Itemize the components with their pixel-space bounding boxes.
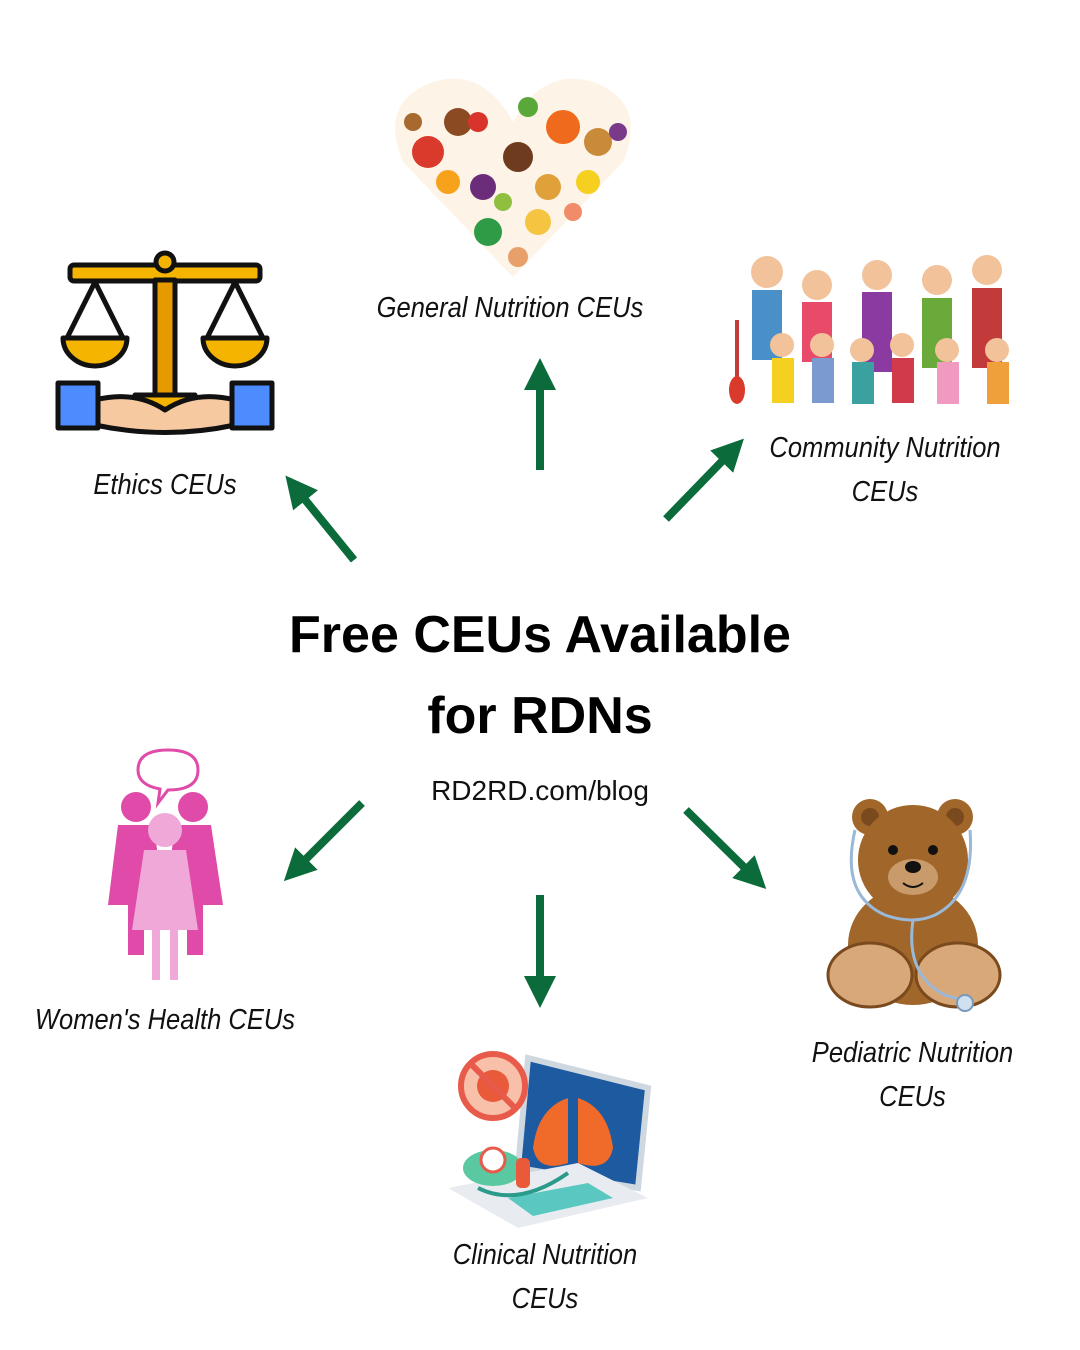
pediatric-nutrition-label-line-1: Pediatric Nutrition	[811, 1037, 1014, 1069]
pediatric-nutrition-label-line-2: CEUs	[879, 1081, 946, 1113]
food-heart-icon	[395, 78, 631, 278]
title-line-2: for RDNs	[427, 687, 653, 745]
title-line-1: Free CEUs Available	[289, 606, 791, 664]
blog-url: RD2RD.com/blog	[431, 775, 649, 806]
womens-health-label: Women's Health CEUs	[34, 1004, 296, 1036]
clinical-laptop-icon	[448, 1051, 652, 1228]
clinical-nutrition-label-line-1: Clinical Nutrition	[452, 1239, 638, 1271]
arrow-up-right	[663, 438, 744, 522]
ethics-label: Ethics CEUs	[93, 469, 237, 501]
community-nutrition-label-line-2: CEUs	[851, 476, 919, 508]
teddy-bear-stethoscope-icon	[826, 799, 1002, 1012]
general-nutrition-label: General Nutrition CEUs	[376, 292, 644, 324]
arrow-up-left	[285, 475, 358, 563]
clinical-nutrition-label-line-2: CEUs	[511, 1283, 579, 1315]
arrow-down-right	[683, 807, 767, 890]
community-people-icon	[729, 255, 1009, 404]
scales-of-justice-icon	[55, 250, 275, 435]
women-group-icon	[108, 748, 223, 980]
arrow-down-left	[283, 800, 365, 882]
community-nutrition-label-line-1: Community Nutrition	[769, 432, 1001, 464]
